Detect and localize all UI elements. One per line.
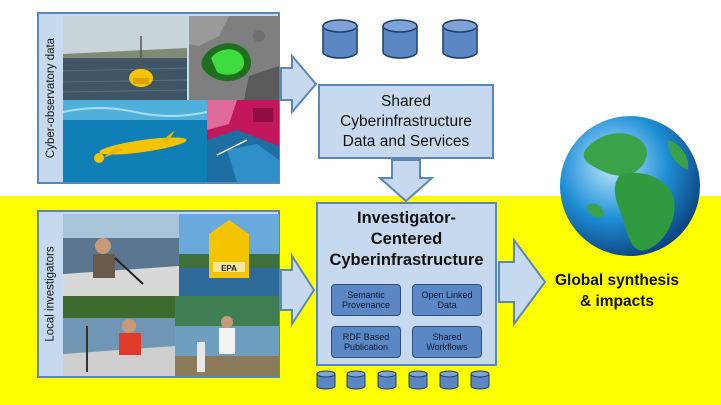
small-database-icon — [316, 370, 336, 390]
arrow-bottom-to-investigator — [280, 252, 316, 328]
cyber-observatory-panel: Cyber-observatory data — [37, 12, 280, 184]
false-color-satellite-photo — [207, 100, 279, 182]
small-database-icon — [377, 370, 397, 390]
semantic-provenance-box: Semantic Provenance — [331, 284, 401, 316]
investigator-centered-box: Investigator- Centered Cyberinfrastructu… — [316, 202, 497, 366]
arrow-top-to-shared — [280, 53, 318, 115]
boat-researcher-photo — [63, 214, 179, 296]
shared-cyberinfrastructure-box: Shared Cyberinfrastructure Data and Serv… — [318, 84, 494, 159]
global-synthesis-label: Global synthesis & impacts — [554, 272, 680, 310]
database-icon — [442, 19, 478, 59]
dock-instrument-photo — [175, 296, 279, 376]
epa-buoy-photo: EPA — [179, 214, 279, 296]
rdf-based-publication-box: RDF Based Publication — [331, 326, 401, 358]
shared-workflows-box: Shared Workflows — [412, 326, 482, 358]
satellite-map-photo — [189, 16, 279, 100]
open-linked-data-box: Open Linked Data — [412, 284, 482, 316]
arrow-investigator-to-global — [498, 236, 547, 328]
underwater-glider-photo — [63, 100, 207, 182]
database-icon — [382, 19, 418, 59]
small-database-icon — [470, 370, 490, 390]
epa-sign-text: EPA — [221, 264, 237, 273]
small-database-icon — [408, 370, 428, 390]
arrow-shared-to-investigator — [377, 159, 435, 203]
investigator-centered-title: Investigator- Centered Cyberinfrastructu… — [329, 209, 484, 269]
globe-icon — [560, 116, 700, 256]
local-investigators-panel: Local investigators EPA — [37, 210, 280, 378]
water-sampling-photo — [63, 296, 175, 376]
small-database-icon — [346, 370, 366, 390]
buoy-lake-photo — [63, 16, 187, 100]
small-database-icon — [439, 370, 459, 390]
database-icon — [322, 19, 358, 59]
